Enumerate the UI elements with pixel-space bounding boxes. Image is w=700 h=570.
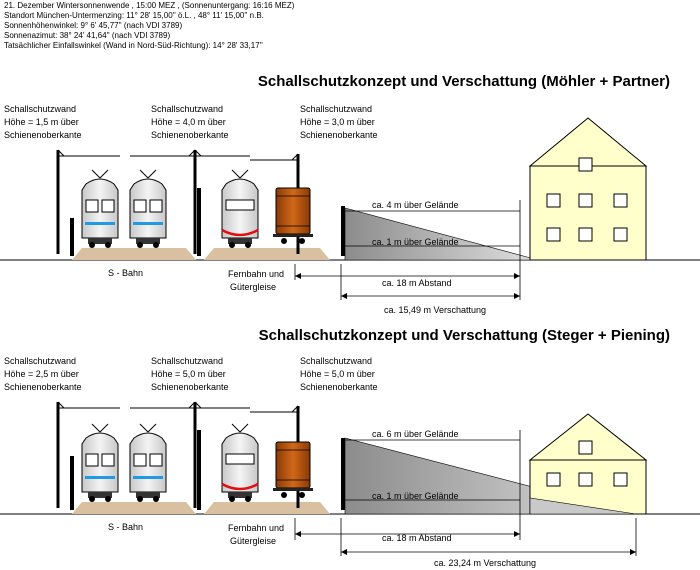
catenary-mast-left <box>56 149 120 254</box>
svg-text:Schienenoberkante: Schienenoberkante <box>4 130 82 140</box>
svg-text:Schienenoberkante: Schienenoberkante <box>151 130 229 140</box>
noise-wall-2 <box>197 430 201 510</box>
sbahn-train-1 <box>81 169 119 248</box>
shadow-wedge <box>344 207 539 261</box>
header-line-elevation: Sonnenhöhenwinkel: 9° 6' 45,77'' (nach V… <box>4 21 182 30</box>
freight-wagon <box>273 187 313 244</box>
svg-text:Höhe = 2,5 m über: Höhe = 2,5 m über <box>4 369 79 379</box>
svg-text:Schallschutzwand: Schallschutzwand <box>4 104 76 114</box>
diagram-title: Schallschutzkonzept und Verschattung (St… <box>259 327 670 344</box>
residential-house <box>528 117 648 261</box>
fernbahn-label-2: Gütergleise <box>230 536 276 546</box>
noise-wall-2 <box>197 188 201 256</box>
abstand-label: ca. 18 m Abstand <box>382 278 452 288</box>
wall-label-3: Schallschutzwand Höhe = 3,0 m über Schie… <box>300 104 378 140</box>
diagram-title: Schallschutzkonzept und Verschattung (Mö… <box>258 73 670 90</box>
fernbahn-label-1: Fernbahn und <box>228 523 284 533</box>
noise-wall-1 <box>70 456 74 510</box>
sbahn-train-2 <box>129 423 167 502</box>
sbahn-train-1 <box>81 423 119 502</box>
svg-text:Schienenoberkante: Schienenoberkante <box>300 130 378 140</box>
noise-wall-3 <box>341 206 345 256</box>
height-label-bottom: ca. 1 m über Gelände <box>372 491 459 501</box>
sbahn-label: S - Bahn <box>108 268 143 278</box>
svg-text:Schienenoberkante: Schienenoberkante <box>300 382 378 392</box>
header-info: 21. Dezember Wintersonnenwende , 15:00 M… <box>4 1 295 50</box>
height-label-top: ca. 4 m über Gelände <box>372 200 459 210</box>
svg-text:Höhe = 4,0 m über: Höhe = 4,0 m über <box>151 117 226 127</box>
svg-text:Schallschutzwand: Schallschutzwand <box>151 356 223 366</box>
svg-text:Schallschutzwand: Schallschutzwand <box>300 356 372 366</box>
svg-text:Höhe = 5,0 m über: Höhe = 5,0 m über <box>151 369 226 379</box>
wall-label-1: Schallschutzwand Höhe = 2,5 m über Schie… <box>4 356 82 392</box>
catenary-mast-middle <box>130 149 250 254</box>
noise-wall-1 <box>70 218 74 256</box>
header-line-azimuth: Sonnenazimut: 38° 24' 41,64'' (nach VDI … <box>4 31 170 40</box>
wall-label-3: Schallschutzwand Höhe = 5,0 m über Schie… <box>300 356 378 392</box>
sbahn-ballast <box>72 248 196 260</box>
fernbahn-locomotive <box>221 169 259 248</box>
wall-label-1: Schallschutzwand Höhe = 1,5 m über Schie… <box>4 104 82 140</box>
verschattung-label: ca. 23,24 m Verschattung <box>434 558 536 568</box>
sbahn-ballast <box>72 502 196 514</box>
catenary-mast-left <box>56 401 120 508</box>
sbahn-label: S - Bahn <box>108 522 143 532</box>
svg-text:Schienenoberkante: Schienenoberkante <box>151 382 229 392</box>
catenary-mast-middle <box>130 401 250 508</box>
fernbahn-locomotive <box>221 423 259 502</box>
svg-text:Schallschutzwand: Schallschutzwand <box>151 104 223 114</box>
freight-wagon <box>273 441 313 498</box>
diagram-steger: Schallschutzkonzept und Verschattung (St… <box>0 327 700 568</box>
header-line-location: Standort München-Untermenzing: 11° 28' 1… <box>4 11 264 20</box>
noise-wall-3 <box>341 438 345 510</box>
wall-label-2: Schallschutzwand Höhe = 5,0 m über Schie… <box>151 356 229 392</box>
wall-label-2: Schallschutzwand Höhe = 4,0 m über Schie… <box>151 104 229 140</box>
fernbahn-label-1: Fernbahn und <box>228 269 284 279</box>
svg-text:Schallschutzwand: Schallschutzwand <box>300 104 372 114</box>
svg-text:Schienenoberkante: Schienenoberkante <box>4 382 82 392</box>
diagram-moehler: Schallschutzkonzept und Verschattung (Mö… <box>0 73 700 315</box>
svg-text:Höhe = 1,5 m über: Höhe = 1,5 m über <box>4 117 79 127</box>
abstand-label: ca. 18 m Abstand <box>382 533 452 543</box>
height-label-bottom: ca. 1 m über Gelände <box>372 237 459 247</box>
header-line-date: 21. Dezember Wintersonnenwende , 15:00 M… <box>4 1 295 10</box>
fernbahn-ballast <box>204 502 330 514</box>
svg-text:Höhe = 3,0 m über: Höhe = 3,0 m über <box>300 117 375 127</box>
fernbahn-ballast <box>204 248 330 260</box>
fernbahn-label-2: Gütergleise <box>230 282 276 292</box>
height-label-top: ca. 6 m über Gelände <box>372 429 459 439</box>
svg-text:Höhe = 5,0 m über: Höhe = 5,0 m über <box>300 369 375 379</box>
residential-house <box>528 413 648 515</box>
svg-text:Schallschutzwand: Schallschutzwand <box>4 356 76 366</box>
header-line-angle: Tatsächlicher Einfallswinkel (Wand in No… <box>4 41 263 50</box>
sbahn-train-2 <box>129 169 167 248</box>
verschattung-label: ca. 15,49 m Verschattung <box>384 305 486 315</box>
